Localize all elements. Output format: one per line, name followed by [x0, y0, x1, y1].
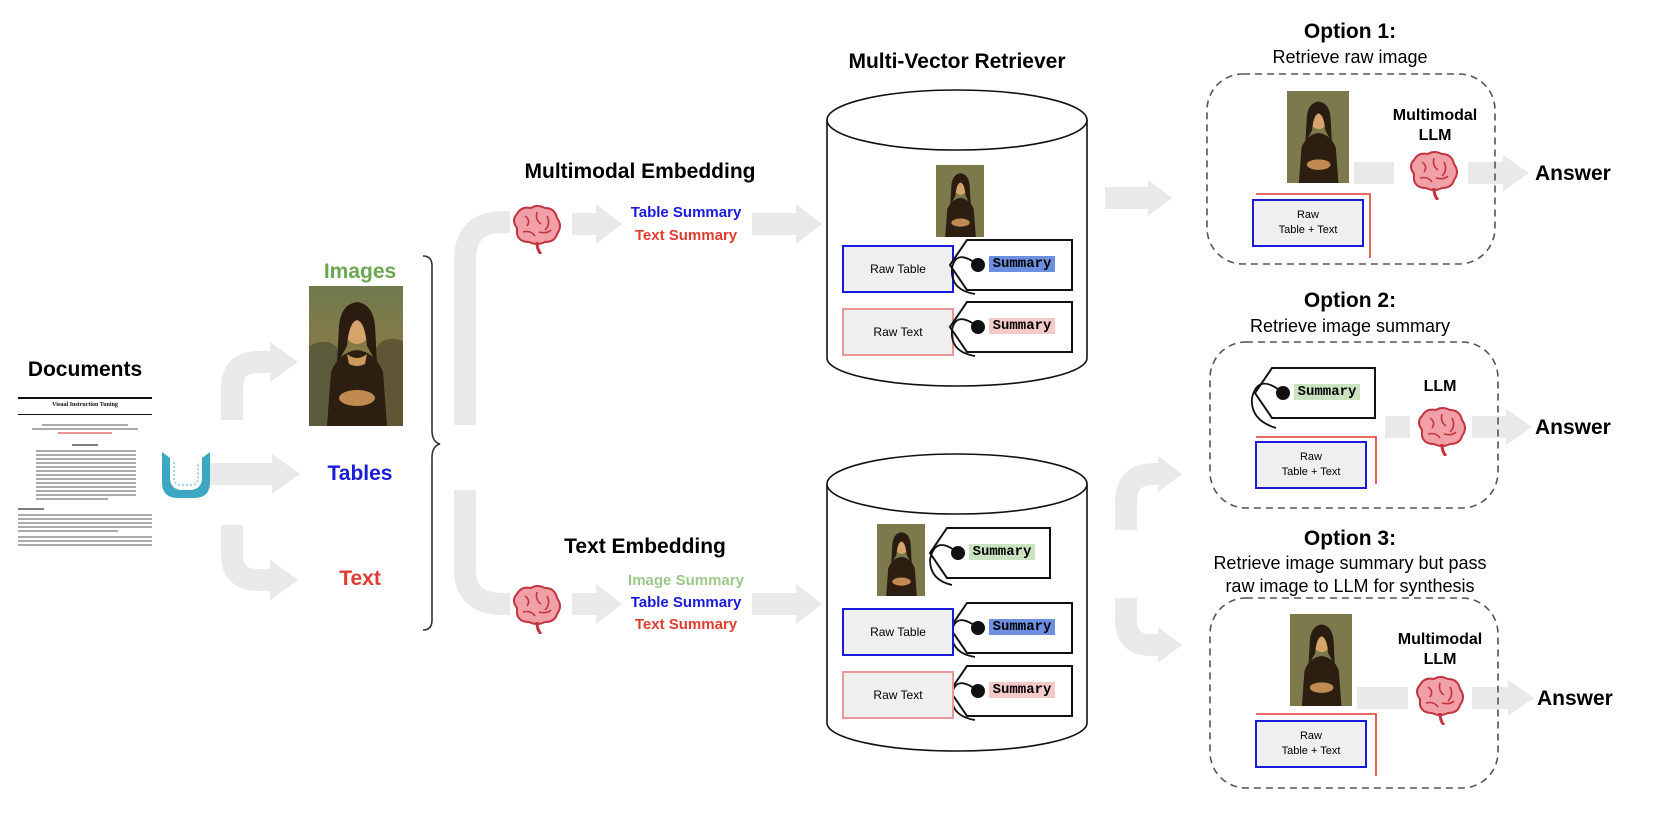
paper-thumbnail: Visual Instruction Tuning	[18, 397, 152, 555]
multimodal-embedding-title: Multimodal Embedding	[524, 160, 756, 183]
summary-tag-label: Summary	[969, 544, 1035, 560]
option2-model: LLM	[1423, 378, 1457, 395]
arrowhead	[796, 204, 822, 244]
summary-tag-label: Summary	[989, 682, 1055, 698]
brain-icon	[1410, 151, 1458, 200]
brain-icon	[1418, 407, 1466, 456]
text-embedding-title: Text Embedding	[564, 535, 726, 558]
te-text-summary: Text Summary	[634, 616, 738, 633]
raw-table-box: Raw Table	[842, 245, 954, 293]
option1-title: Option 1:	[1303, 20, 1397, 43]
raw-table-text-box: Raw Table + Text	[1252, 199, 1364, 247]
mona-lisa-image	[309, 286, 403, 426]
arrowhead	[796, 584, 822, 624]
option1-box	[1206, 73, 1496, 265]
raw-table-text-box: Raw Table + Text	[1255, 720, 1367, 768]
arrowhead	[596, 584, 622, 624]
arrowhead	[1158, 627, 1182, 663]
arrowhead	[1148, 180, 1172, 216]
mona-lisa-image	[1290, 614, 1352, 706]
arrowhead	[1506, 409, 1532, 445]
paper-title: Visual Instruction Tuning	[52, 402, 118, 408]
mm-table-summary: Table Summary	[630, 204, 742, 221]
option1-model: Multimodal LLM	[1392, 107, 1478, 144]
documents-title: Documents	[27, 358, 143, 381]
option1-answer: Answer	[1535, 162, 1611, 185]
curly-brace	[422, 255, 441, 631]
raw-text-box: Raw Text	[842, 671, 954, 719]
fork-upper-path	[454, 211, 514, 425]
mona-lisa-image	[1287, 91, 1349, 183]
arrow-db-to-option2	[1115, 463, 1165, 530]
mm-text-summary: Text Summary	[634, 227, 738, 244]
option2-answer: Answer	[1535, 416, 1611, 439]
option2-title: Option 2:	[1303, 289, 1397, 312]
text-label: Text	[339, 567, 381, 590]
unstructured-logo-icon	[162, 452, 210, 498]
fork-lower-path	[454, 490, 514, 615]
te-image-summary: Image Summary	[628, 572, 744, 589]
arrowhead	[272, 454, 300, 494]
arrow-db-to-option3	[1115, 598, 1162, 656]
curved-arrow-to-images	[221, 351, 272, 420]
brain-icon	[513, 205, 561, 254]
curved-arrow-to-text	[221, 525, 272, 591]
raw-table-box: Raw Table	[842, 608, 954, 656]
raw-text-box: Raw Text	[842, 308, 954, 356]
brain-icon	[1416, 676, 1464, 725]
arrowhead	[270, 342, 298, 382]
mona-lisa-image	[936, 165, 984, 237]
option3-answer: Answer	[1537, 687, 1613, 710]
brain-icon	[513, 585, 561, 634]
summary-tag-label: Summary	[989, 256, 1055, 272]
arrowhead	[1503, 155, 1529, 191]
arrowhead	[1508, 680, 1534, 716]
raw-table-text-box: Raw Table + Text	[1255, 441, 1367, 489]
option3-model: Multimodal LLM	[1397, 631, 1483, 668]
option3-box	[1209, 597, 1499, 789]
te-table-summary: Table Summary	[630, 594, 742, 611]
summary-tag-label: Summary	[1294, 384, 1360, 400]
summary-tag-label: Summary	[989, 318, 1055, 334]
arrowhead	[596, 204, 622, 244]
arrowhead	[1158, 456, 1182, 492]
tables-label: Tables	[327, 462, 393, 485]
option2-box	[1209, 341, 1499, 509]
retriever-title: Multi-Vector Retriever	[848, 50, 1066, 73]
arrowhead	[270, 560, 298, 600]
option3-title: Option 3:	[1303, 527, 1397, 550]
option3-subtitle: Retrieve image summary but pass raw imag…	[1213, 553, 1487, 596]
option1-subtitle: Retrieve raw image	[1272, 47, 1428, 67]
summary-tag-label: Summary	[989, 619, 1055, 635]
paper-text-lines	[18, 424, 152, 546]
images-label: Images	[323, 260, 397, 283]
mona-lisa-image	[877, 524, 925, 596]
option2-subtitle: Retrieve image summary	[1249, 316, 1451, 336]
